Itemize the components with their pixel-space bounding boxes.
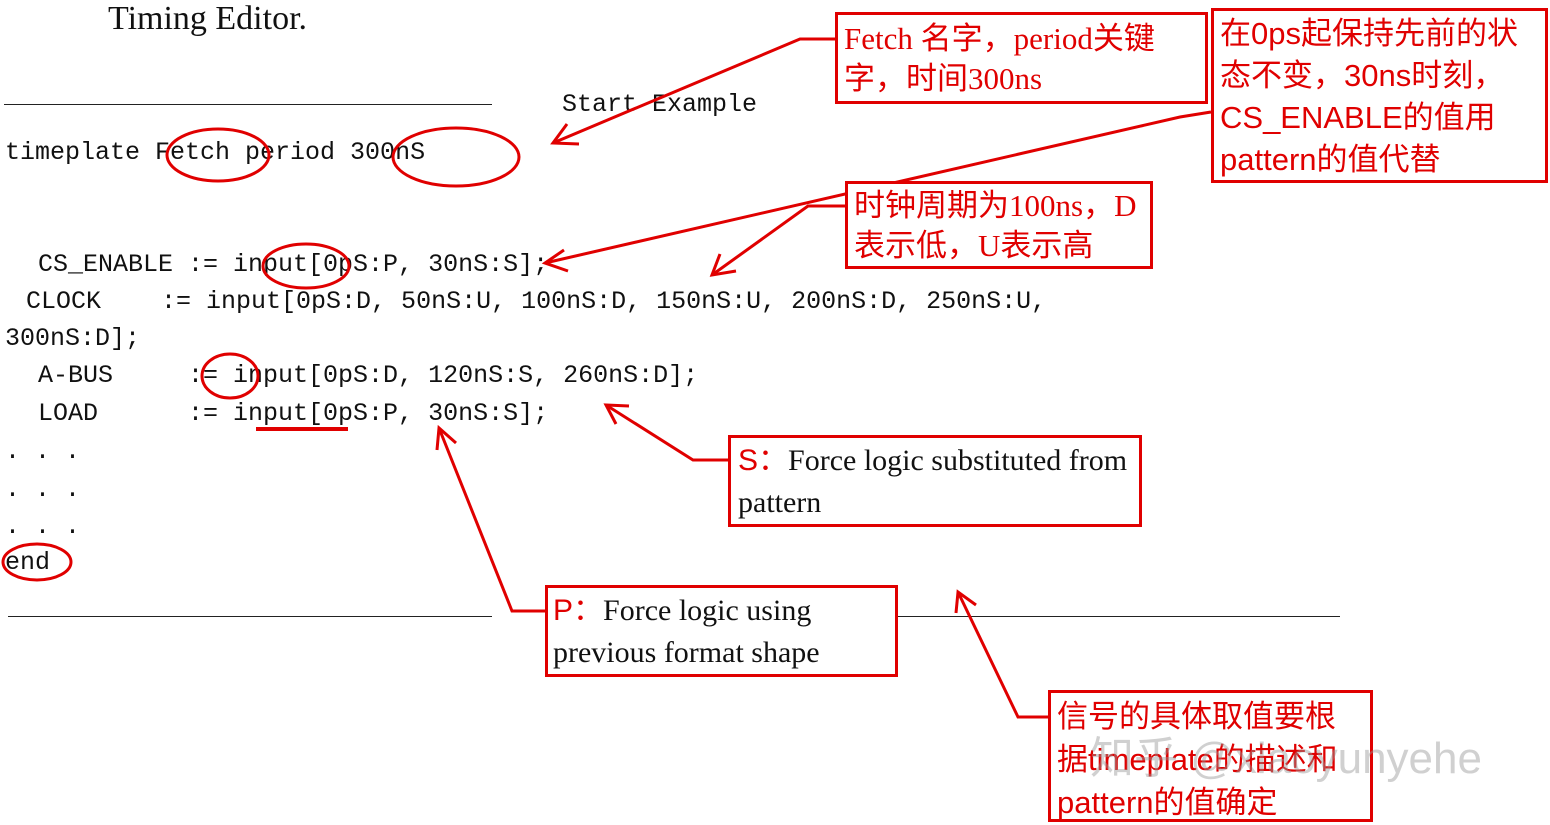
annotation-p: P：Force logic using previous format shap… [545,585,898,677]
slide-title: Timing Editor. [108,0,308,37]
annotation-s: S：Force logic substituted from pattern [728,435,1142,527]
annotation-hold-text: 在0ps起保持先前的状态不变，30ns时刻，CS_ENABLE的值用patter… [1220,16,1518,177]
code-line-cs-enable: CS_ENABLE := input[0pS:P, 30nS:S]; [38,250,549,279]
top-rule [4,104,492,105]
arrow-s [605,403,728,462]
annotation-s-text: Force logic substituted from pattern [738,444,1128,519]
annotation-signal: 信号的具体取值要根据timeplate的描述和pattern的值确定 [1048,690,1373,822]
arrow-hold-head [541,248,569,273]
arrow-p-head [435,424,457,451]
code-line-clock: CLOCK := input[0pS:D, 50nS:U, 100nS:D, 1… [26,287,1047,316]
arrow-clock-head [709,253,737,277]
annotation-p-content: P：Force logic using previous format shap… [553,590,890,674]
code-line-end: end [5,548,51,577]
code-ellipsis: . . . [5,475,81,504]
arrow-p [437,427,545,613]
circle-input-cs-enable [261,242,351,290]
arrow-hold [544,110,1212,265]
arrow-clock [711,204,845,277]
code-line-a-bus: A-BUS := input[0pS:D, 120nS:S, 260nS:D]; [38,361,699,390]
annotation-s-content: S：Force logic substituted from pattern [738,440,1132,524]
arrow-fetch-head [550,123,580,146]
circle-fetch [165,127,271,183]
arrow-signal-head [954,589,977,614]
arrow-s-head [603,403,630,425]
arrow-fetch [552,37,836,145]
code-ellipsis: . . . [5,512,81,541]
annotation-signal-text: 信号的具体取值要根据timeplate的描述和pattern的值确定 [1057,699,1338,820]
annotation-fetch-text: Fetch 名字，period关键字，时间300ns [844,21,1155,96]
arrow-signal [956,591,1048,719]
circle-assign-a-bus [200,352,260,400]
annotation-clock-text: 时钟周期为100ns，D表示低，U表示高 [854,188,1137,263]
code-ellipsis: . . . [5,437,81,466]
annotation-p-label: P： [553,594,604,627]
annotation-s-label: S： [738,444,789,477]
circle-end [1,542,73,582]
code-line-load: LOAD := input[0pS:P, 30nS:S]; [38,399,549,428]
annotation-hold: 在0ps起保持先前的状态不变，30ns时刻，CS_ENABLE的值用patter… [1211,8,1548,183]
annotation-p-text: Force logic using previous format shape [553,594,820,669]
watermark: 知乎 @xiaoyunyehe [1090,734,1482,783]
annotation-fetch: Fetch 名字，period关键字，时间300ns [835,12,1208,104]
bottom-rule-left [8,616,492,617]
circle-300ns [391,126,521,188]
annotation-clock: 时钟周期为100ns，D表示低，U表示高 [845,181,1153,269]
code-line-clock-cont: 300nS:D]; [5,324,141,353]
bottom-rule-right [898,616,1340,617]
